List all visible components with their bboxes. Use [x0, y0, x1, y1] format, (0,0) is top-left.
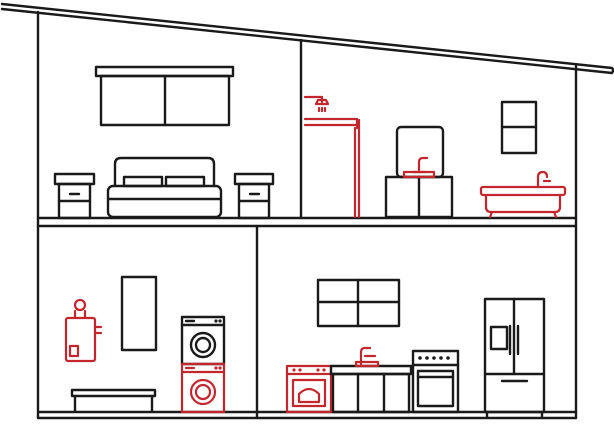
floor-slab: [36, 216, 578, 228]
bathtub-icon: [479, 170, 567, 219]
stove-icon: [411, 349, 460, 414]
window-icon: [316, 278, 401, 328]
wall-panel-icon: [120, 275, 158, 352]
kitchen-counter-icon: [329, 364, 413, 414]
faucet-icon: [411, 156, 429, 174]
nightstand-icon: [53, 172, 96, 220]
sink-faucet-icon: [354, 346, 380, 368]
water-heater-icon: [64, 298, 103, 363]
dryer-icon: [180, 362, 226, 414]
washer-icon: [180, 315, 226, 366]
shower-icon: [303, 95, 361, 219]
window-icon: [94, 65, 235, 127]
window-icon: [500, 100, 538, 155]
vanity-icon: [384, 125, 454, 219]
bedroom: [53, 65, 275, 220]
utility-room: [64, 275, 226, 414]
bench-icon: [70, 388, 157, 413]
roof-line: [0, 2, 614, 75]
oven-icon: [285, 364, 333, 414]
bed-icon: [106, 156, 223, 219]
nightstand-icon: [233, 172, 275, 220]
bathroom: [303, 95, 567, 219]
kitchen: [285, 278, 546, 419]
refrigerator-icon: [483, 297, 546, 419]
